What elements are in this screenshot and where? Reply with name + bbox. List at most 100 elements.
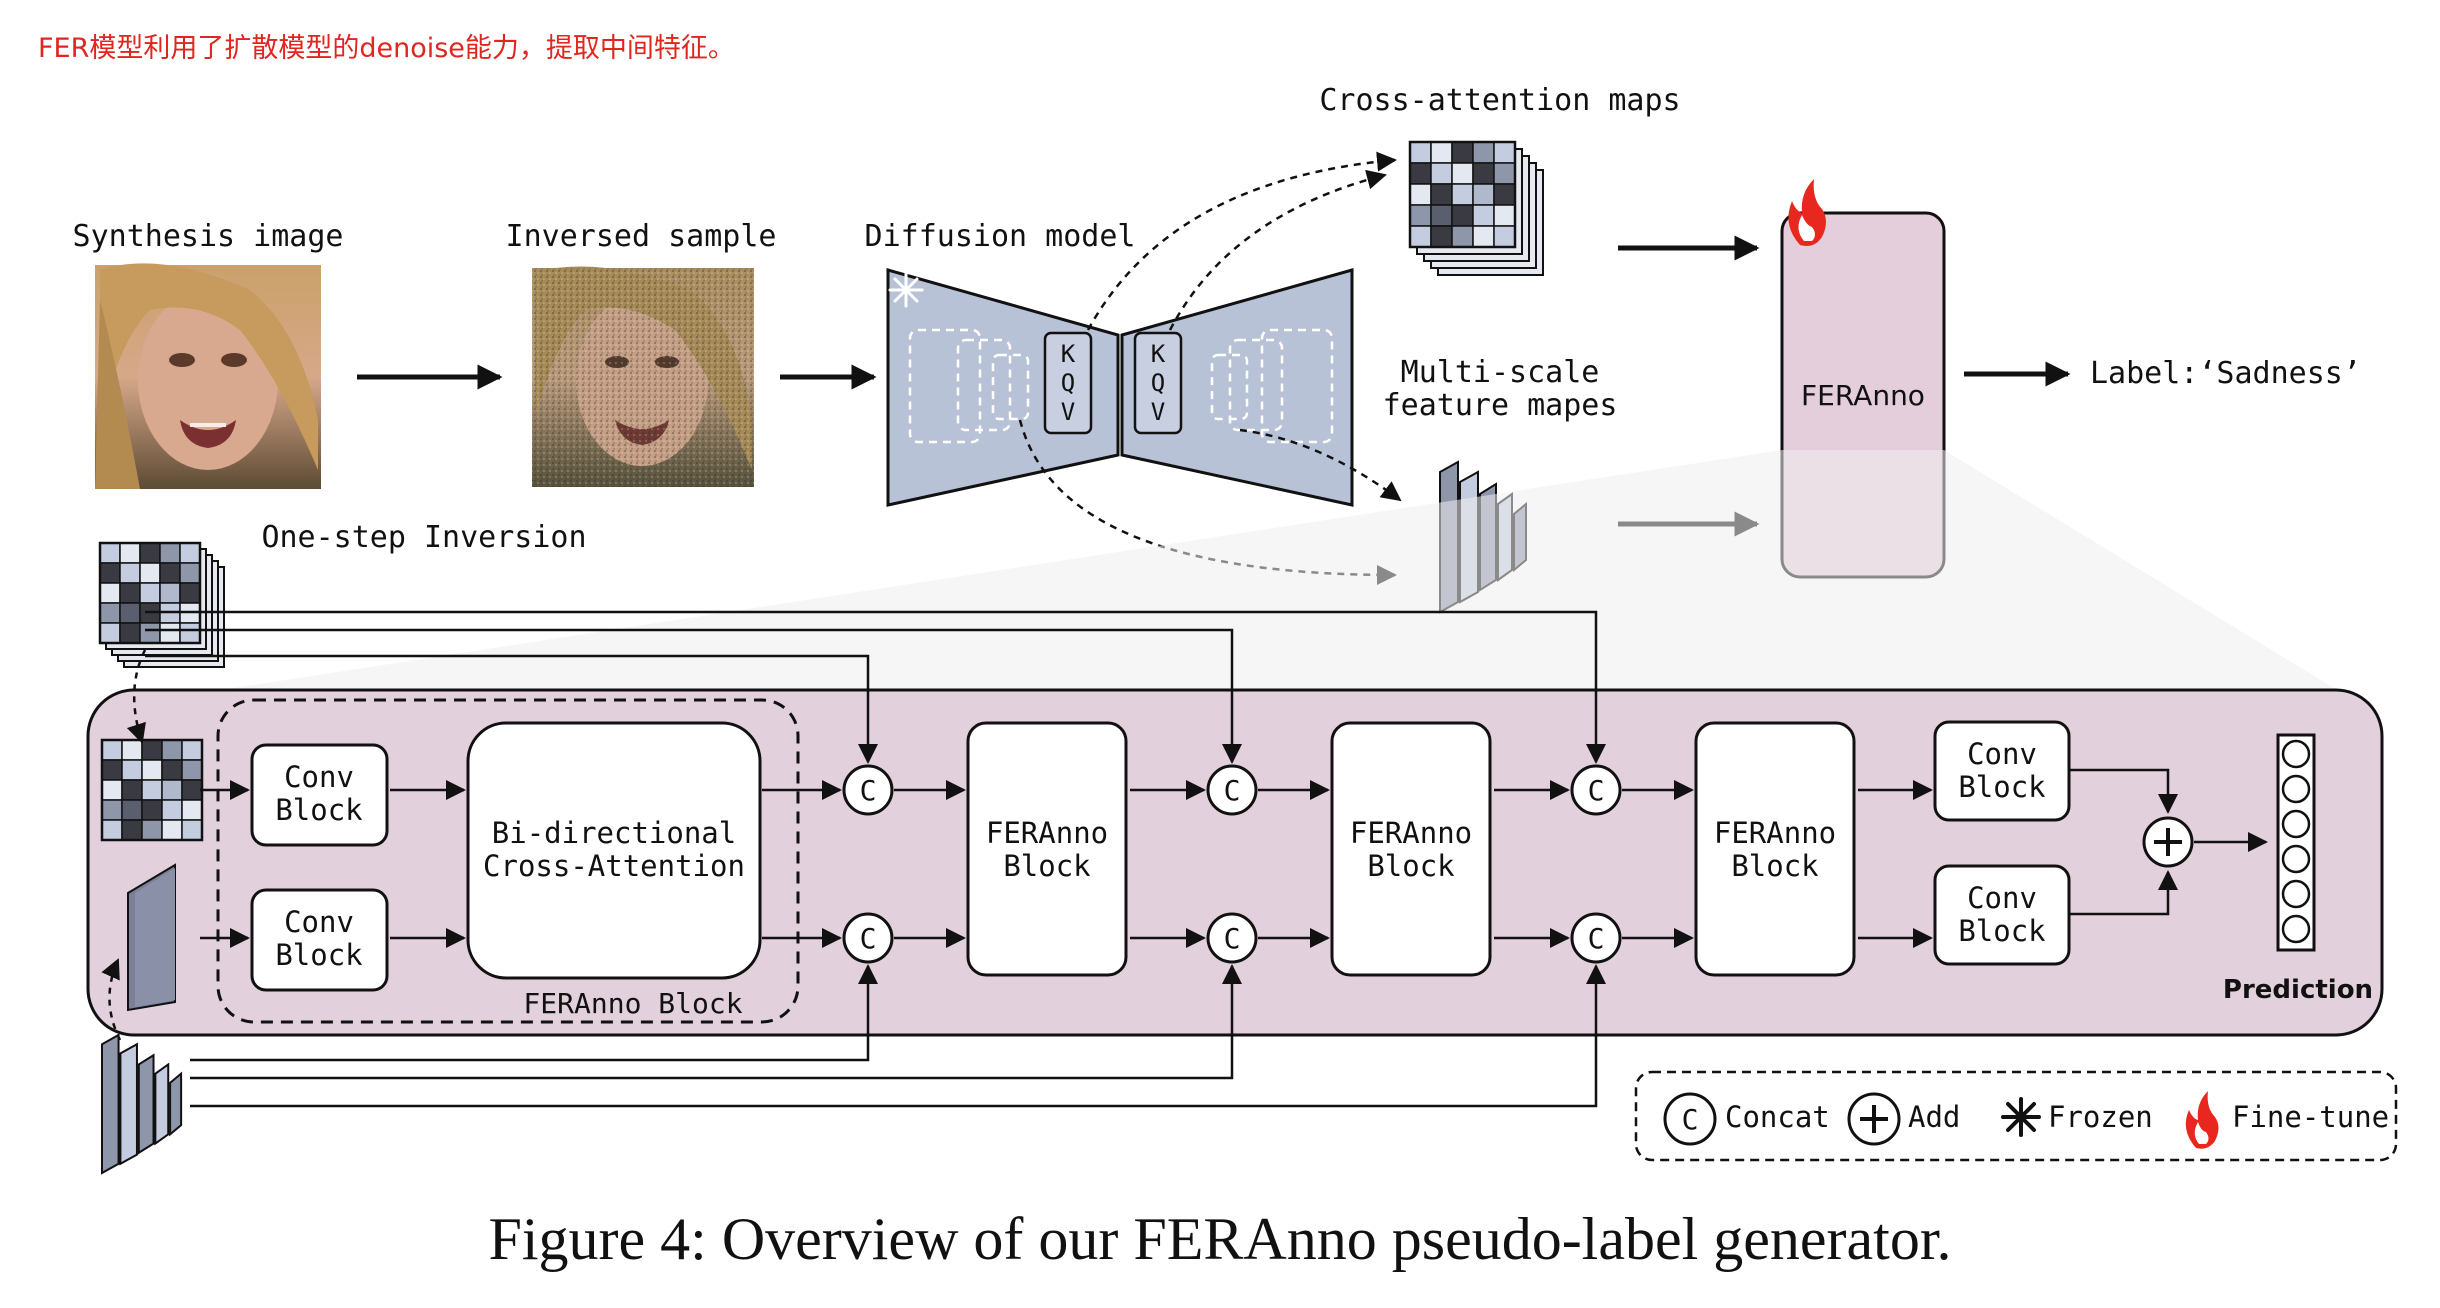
grid-cell [1451, 225, 1474, 248]
grid-cell [179, 582, 201, 604]
grid-cell [99, 602, 121, 624]
conv-block-out-bottom-line1: Conv [1967, 881, 2037, 915]
concat-icon: C [1206, 764, 1258, 816]
feature-input-stack [101, 1033, 183, 1175]
feature-input-layer [101, 1033, 120, 1175]
grid-cell [141, 759, 163, 781]
legend-frozen: Frozen [2048, 1100, 2153, 1134]
concat-glyph: C [1224, 922, 1241, 955]
feature-input-layer [154, 1062, 170, 1146]
multi-scale-label-line1: Multi-scale [1401, 355, 1600, 390]
attention-map-single [100, 738, 204, 842]
concat-icon: C [1570, 912, 1622, 964]
grid-cell [119, 602, 141, 624]
grid-cell [1451, 183, 1474, 206]
legend-concat: Concat [1725, 1100, 1830, 1134]
grid-cell [101, 759, 123, 781]
grid-cell [1472, 225, 1495, 248]
concat-circle [842, 764, 894, 816]
feranno-block-group [216, 698, 800, 1024]
grid-cell [181, 819, 203, 841]
grid-cell [181, 759, 203, 781]
grid-cell [1409, 141, 1432, 164]
feature-input-layer [119, 1042, 138, 1166]
legend-add: Add [1908, 1100, 1960, 1134]
feranno-block-3-line1: FERAnno [1714, 816, 1836, 850]
add-icon [2142, 816, 2194, 868]
dashed-arrow-to-features [1239, 428, 1402, 502]
grid-cell [101, 819, 123, 841]
snowflake-icon-legend [2001, 1097, 2041, 1137]
kqv-right-v: V [1151, 398, 1165, 426]
feranno-module-label: FERAnno [1801, 379, 1925, 412]
grid-border [1408, 140, 1517, 249]
attention-input-front [98, 541, 202, 645]
grid-cell [1493, 141, 1516, 164]
feranno-block-1 [966, 721, 1128, 977]
grid-cell [179, 542, 201, 564]
bidirectional-cross-attention [466, 721, 762, 980]
feranno-block-1-line1: FERAnno [986, 816, 1108, 850]
concat-circle [1570, 912, 1622, 964]
concat-circle [1570, 764, 1622, 816]
grid-cell [1472, 204, 1495, 227]
grid-cell [99, 542, 121, 564]
conv-block-out-top-line1: Conv [1967, 737, 2037, 771]
skip-attn-to-concat-1 [145, 654, 878, 764]
kqv-left-k: K [1061, 340, 1076, 368]
one-step-inversion-label: One-step Inversion [261, 520, 586, 555]
grid-cell [161, 779, 183, 801]
attention-map-front [1408, 140, 1517, 249]
dashed-arrow-to-attention [1086, 151, 1397, 331]
grid-cell [181, 799, 203, 821]
grid-cell [179, 562, 201, 584]
diffusion-model: K Q V K Q V [886, 268, 1354, 507]
conv-block-top [250, 743, 389, 847]
grid-cell [1409, 162, 1432, 185]
dashed-arrow-to-attention-2 [1168, 169, 1387, 331]
prediction-frame [2276, 733, 2316, 952]
concat-icon-glyph: C [1682, 1103, 1699, 1136]
grid-cell [161, 819, 183, 841]
concat-circle [842, 912, 894, 964]
skip-attn-to-concat-3 [145, 610, 1606, 764]
prediction-node [2281, 844, 2311, 874]
inversed-sample-image [532, 266, 754, 487]
skip-feat-to-concat-3 [190, 964, 1606, 1108]
grid-cell [1493, 183, 1516, 206]
conv-block-out-bottom-line2: Block [1958, 914, 2046, 948]
conv-block-out-top-line2: Block [1958, 770, 2046, 804]
grid-cell [141, 799, 163, 821]
grid-cell [139, 542, 161, 564]
dashed-arrow-to-features-2 [1018, 419, 1397, 585]
skip-attn-to-concat-2 [145, 628, 1242, 764]
grid-cell [1493, 162, 1516, 185]
concat-glyph: C [860, 922, 877, 955]
grid-cell [1430, 225, 1453, 248]
grid-cell [159, 542, 181, 564]
label-output: Label:‘Sadness’ [2090, 356, 2361, 391]
concat-icon: C [1663, 1092, 1717, 1146]
grid-cell [119, 622, 141, 644]
grid-cell [1430, 204, 1453, 227]
grid-cell [161, 759, 183, 781]
arrow-out-bottom-to-add [2069, 870, 2178, 916]
feranno-block-group-label: FERAnno Block [523, 987, 742, 1020]
feranno-block-3-line2: Block [1731, 849, 1819, 883]
grid-cell [1472, 183, 1495, 206]
bidir-line1: Bi-directional [492, 816, 736, 850]
kqv-block-right [1133, 331, 1183, 435]
grid-border [98, 541, 202, 645]
bidir-line2: Cross-Attention [483, 849, 745, 883]
dashed-arrow-feat-up [101, 958, 122, 1041]
feranno-block-3 [1694, 721, 1856, 977]
grid-cell [1430, 141, 1453, 164]
conv-block-top-line1: Conv [284, 760, 354, 794]
feranno-block-2-line1: FERAnno [1350, 816, 1472, 850]
concat-icon: C [842, 764, 894, 816]
grid-cell [1409, 183, 1432, 206]
grid-cell [119, 562, 141, 584]
grid-cell [181, 779, 203, 801]
grid-cell [1451, 162, 1474, 185]
grid-cell [141, 819, 163, 841]
